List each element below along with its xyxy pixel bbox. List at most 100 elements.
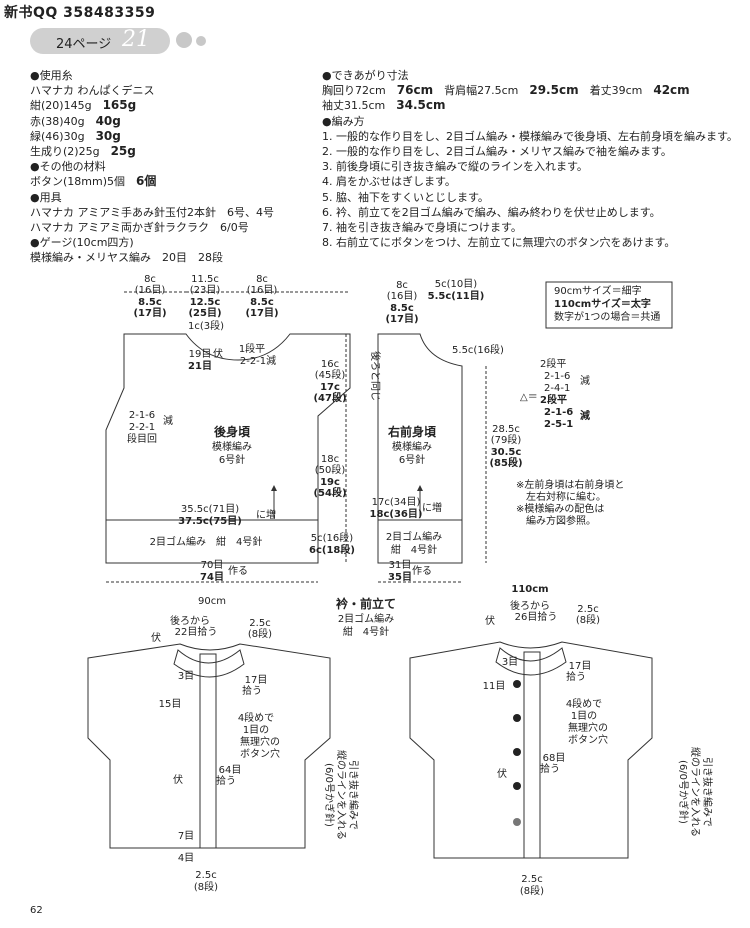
pull-note: 縦のラインを入れる bbox=[335, 750, 348, 840]
size-legend-box bbox=[545, 281, 673, 329]
dim-label: (16目) bbox=[135, 285, 166, 296]
label: 68目 bbox=[543, 753, 566, 764]
dim-label: 8c bbox=[396, 280, 408, 291]
label: 3目 bbox=[178, 671, 194, 682]
label: 拾う bbox=[242, 684, 262, 697]
dim-label: 8c bbox=[144, 274, 156, 285]
yarn-color-row: 生成り(2)25g 25g bbox=[30, 144, 136, 159]
neck-dec-a: 2-4-1 bbox=[544, 383, 570, 394]
pull-note: (6/0号かぎ針) bbox=[323, 763, 336, 827]
front-cast: 35目 bbox=[388, 571, 412, 583]
front-neck-height: 5.5c(16段) bbox=[452, 343, 504, 356]
yarn-color-row: 赤(38)40g 40g bbox=[30, 113, 121, 128]
method-step: 3. 前後身頃に引き抜き編みで縦のラインを入れます。 bbox=[322, 160, 588, 174]
back-neck-off: 19目 bbox=[189, 349, 212, 360]
front-rib: 2目ゴム編み bbox=[386, 530, 442, 543]
method-step: 6. 衿、前立てを2目ゴム編みで編み、編み終わりを伏せ止めします。 bbox=[322, 205, 661, 219]
pull-note: 縦のラインを入れる bbox=[689, 747, 702, 837]
back-arm-dec: 2-2-1 bbox=[129, 422, 155, 433]
dim-label: 17c bbox=[320, 382, 340, 393]
back-neck-dec: 1段平 bbox=[239, 342, 265, 355]
collar-110 bbox=[495, 647, 567, 676]
sizes-line-1: 胸回り72cm 76cm 背肩幅27.5cm 29.5cm 着丈39cm 42c… bbox=[322, 83, 690, 98]
dim-label: 19c bbox=[320, 477, 340, 488]
label: 2.5c bbox=[577, 604, 598, 615]
label: 17目 bbox=[569, 661, 592, 672]
back-arm-gen: 減 bbox=[163, 414, 173, 427]
page-tag-number: 21 bbox=[122, 27, 150, 52]
back-rib: 2目ゴム編み 紺 4号針 bbox=[150, 535, 263, 548]
label: 2.5c bbox=[249, 618, 270, 629]
label: 1目の bbox=[571, 711, 597, 722]
label: ボタン穴 bbox=[240, 747, 280, 760]
label: 4目 bbox=[178, 853, 194, 864]
back-cast: 70目 bbox=[201, 560, 224, 571]
dim-label: (47段) bbox=[313, 391, 346, 404]
label: 伏 bbox=[485, 614, 495, 627]
label: 伏 bbox=[173, 773, 183, 786]
yarn-heading: ●使用糸 bbox=[30, 69, 73, 82]
front-same-note: 後ろと同じ bbox=[369, 351, 382, 401]
dim-label: 5.5c(11目) bbox=[428, 290, 485, 302]
back-cast-label: 作る bbox=[228, 565, 248, 577]
dim-label: 6c(18段) bbox=[309, 543, 355, 556]
label: 4段めで bbox=[566, 697, 602, 710]
pull-note: 引き抜き編みで bbox=[701, 757, 714, 827]
size-label-110: 110cm bbox=[511, 584, 548, 595]
front-rib: 紺 4号針 bbox=[391, 543, 437, 556]
label: 伏 bbox=[497, 767, 507, 780]
label: 15目 bbox=[159, 699, 182, 710]
tools-heading: ●用具 bbox=[30, 190, 62, 204]
neck-dec-a: 2-1-6 bbox=[544, 371, 570, 382]
dim-label: (25目) bbox=[188, 307, 221, 319]
dim-label: 8.5c bbox=[250, 297, 274, 308]
back-inc: 35.5c(71目) bbox=[181, 504, 239, 515]
front-body-outline bbox=[377, 333, 463, 564]
method-step: 2. 一般的な作り目をし、2目ゴム編み・メリヤス編みで袖を編みます。 bbox=[322, 145, 672, 159]
back-inc-label: に増 bbox=[256, 508, 276, 521]
method-step: 4. 肩をかぶせはぎします。 bbox=[322, 175, 456, 189]
dim-label: 11.5c bbox=[191, 274, 219, 285]
dim-label: (17目) bbox=[385, 313, 418, 325]
placket-90 bbox=[199, 653, 217, 849]
neck-dec-b-gen: 減 bbox=[580, 409, 590, 422]
dim-label: (50段) bbox=[315, 463, 346, 476]
button-dot bbox=[513, 818, 521, 826]
decor-dot-large bbox=[176, 32, 192, 48]
note: 編み方図参照。 bbox=[526, 514, 596, 527]
button-dot bbox=[513, 714, 521, 722]
sizes-heading: ●できあがり寸法 bbox=[322, 69, 409, 82]
placket-110 bbox=[523, 651, 541, 859]
collar-sub: 2目ゴム編み bbox=[338, 612, 394, 625]
label: 26目拾う bbox=[515, 610, 558, 623]
page-tag-label: 24ページ bbox=[56, 37, 112, 52]
label: 2.5c bbox=[521, 874, 542, 885]
label: 1目の bbox=[243, 725, 269, 736]
dim-label: 16c bbox=[321, 359, 339, 370]
collar-sub: 紺 4号針 bbox=[343, 625, 389, 638]
label: 後ろから bbox=[170, 614, 210, 627]
back-neck-depth: 1c(3段) bbox=[188, 319, 224, 332]
materials-section: ●使用糸 ハマナカ わんぱくデニス 紺(20)145g 165g 赤(38)40… bbox=[30, 68, 310, 266]
front-pattern: 模様編み bbox=[392, 440, 432, 453]
yarn-color-row: 紺(20)145g 165g bbox=[30, 98, 137, 113]
sizes-line-2: 袖丈31.5cm 34.5cm bbox=[322, 98, 446, 113]
dim-label: 5c(16段) bbox=[311, 531, 353, 544]
pull-note: 引き抜き編みで bbox=[347, 760, 360, 830]
label: (8段) bbox=[194, 880, 218, 893]
dim-label: (23目) bbox=[190, 285, 221, 296]
size-label-90: 90cm bbox=[198, 596, 226, 607]
back-arm-dec: 2-1-6 bbox=[129, 410, 155, 421]
dim-label: 8.5c bbox=[390, 303, 414, 314]
label: 拾う bbox=[540, 762, 560, 775]
dim-label: (54段) bbox=[313, 486, 346, 499]
other-materials-heading: ●その他の材料 bbox=[30, 160, 106, 174]
button-dot bbox=[513, 680, 521, 688]
page-header-title: 新书QQ 358483359 bbox=[4, 5, 156, 21]
neck-dec-symbol: △＝ bbox=[520, 392, 538, 403]
page-tag: 24ページ 21 bbox=[30, 27, 170, 54]
label: ボタン穴 bbox=[568, 733, 608, 746]
dim-label: (17目) bbox=[245, 307, 278, 319]
footer-page-number: 62 bbox=[30, 905, 43, 916]
